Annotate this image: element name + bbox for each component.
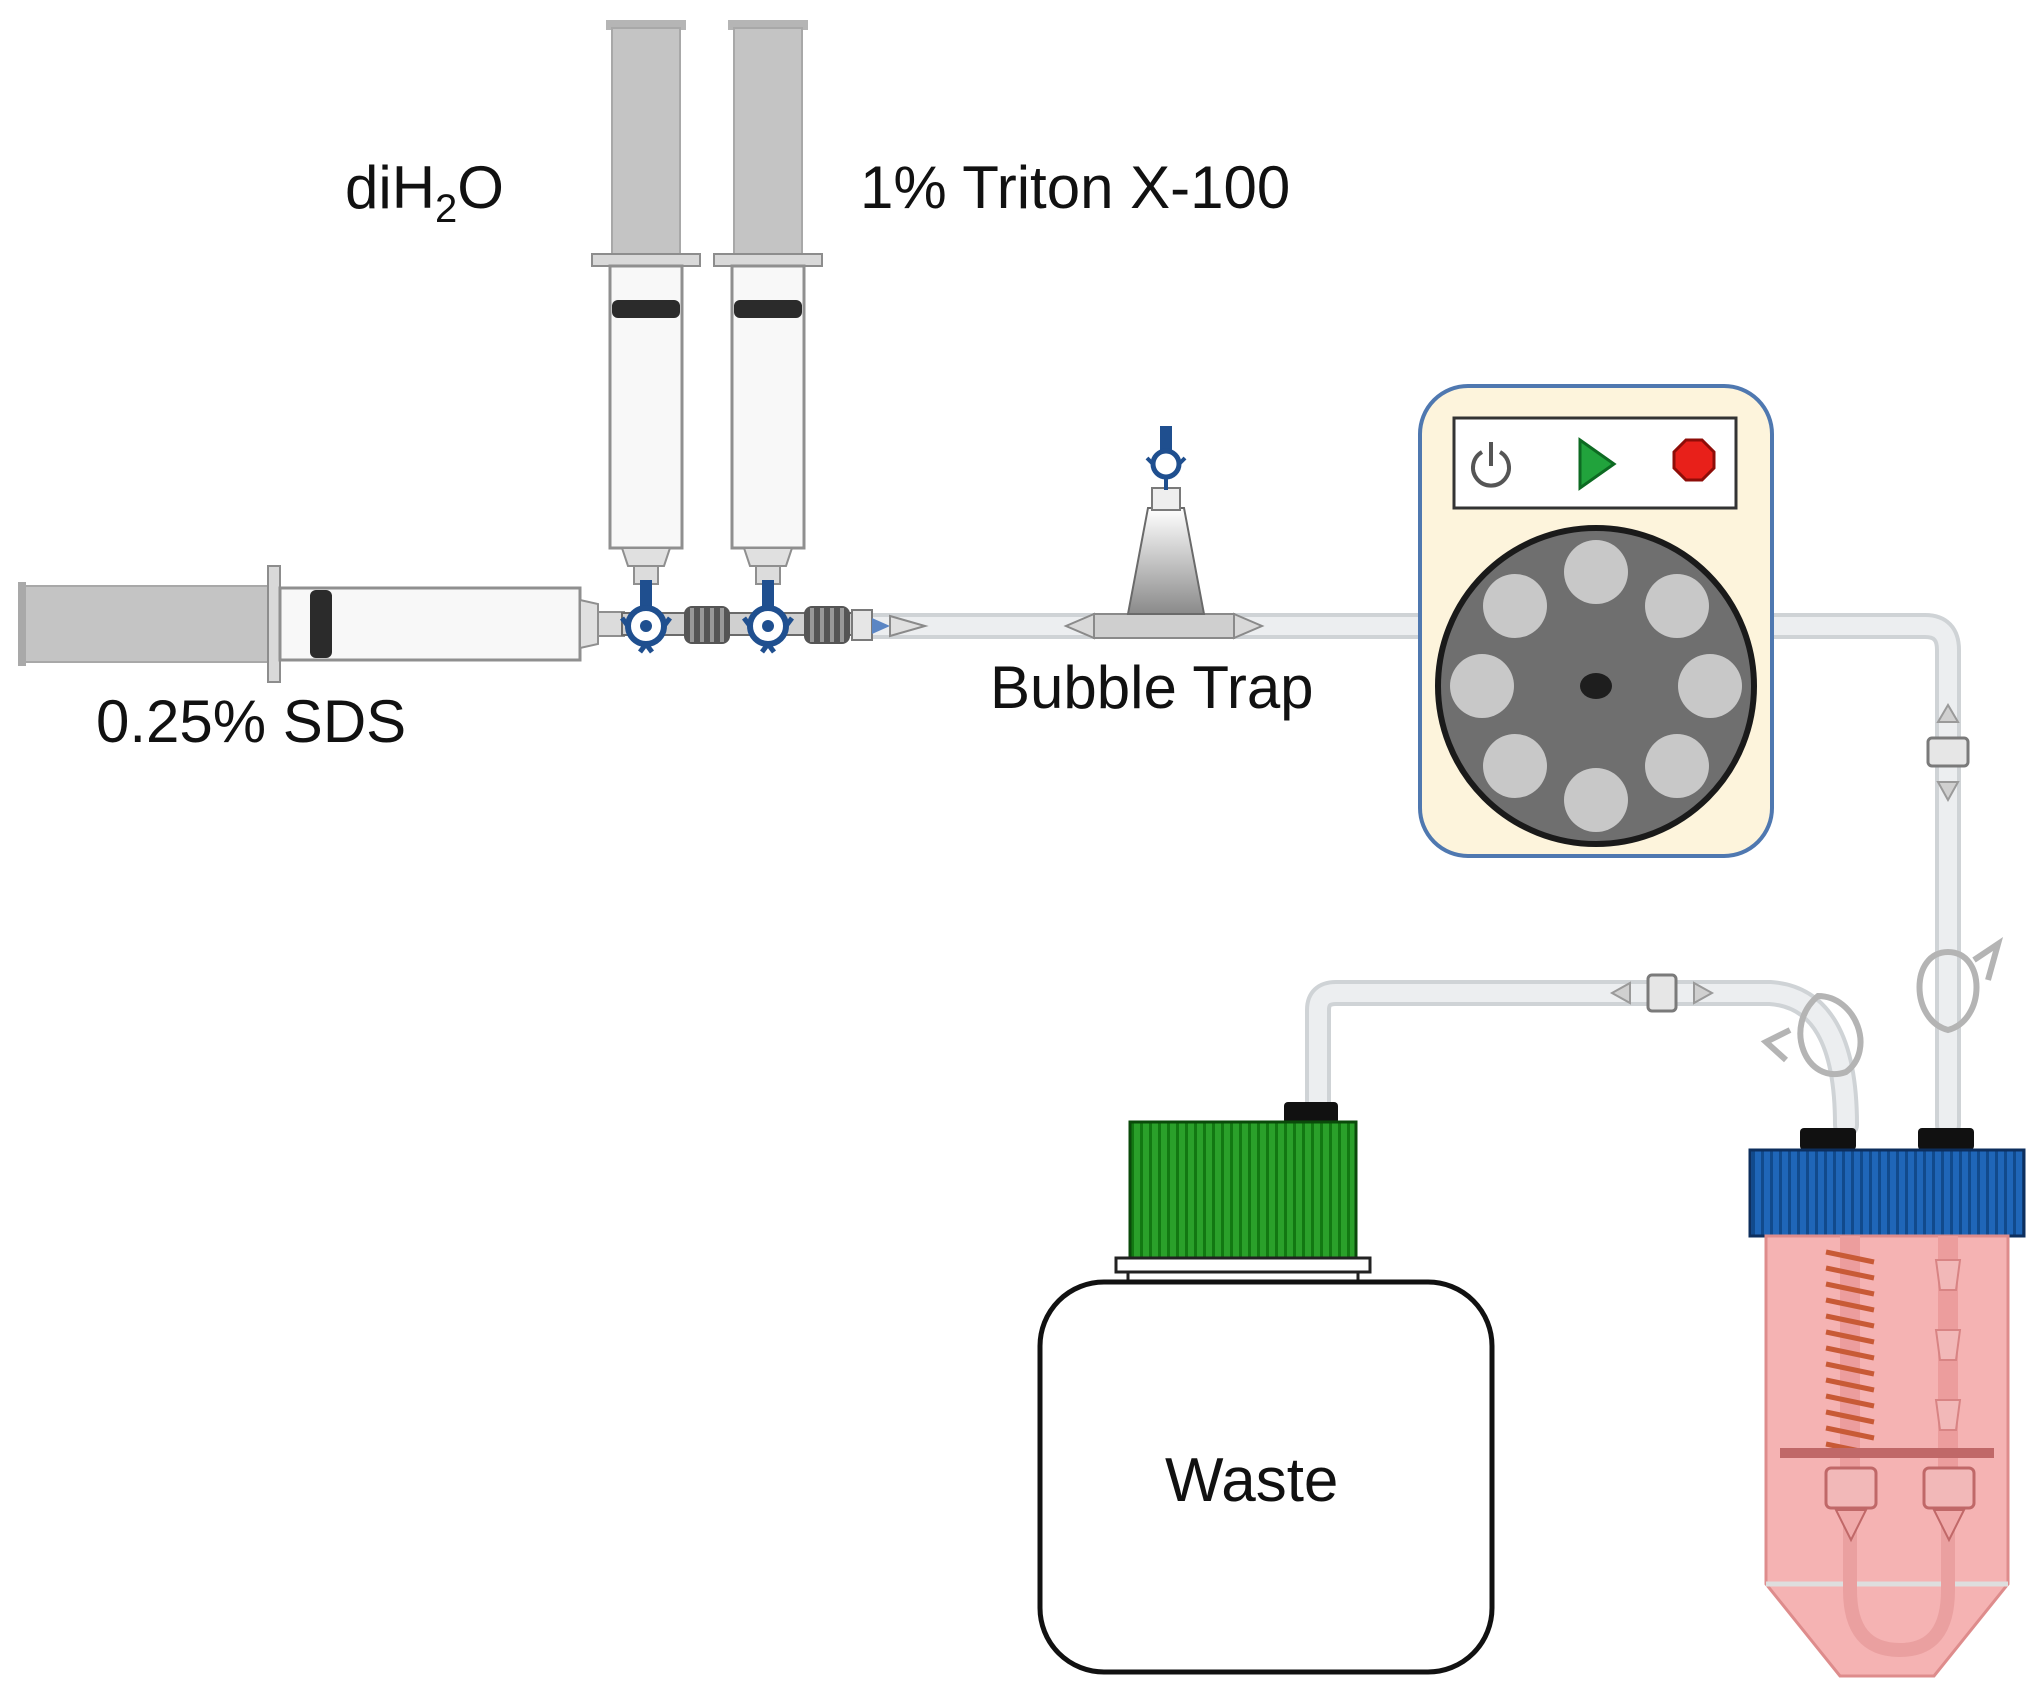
roller [1450,654,1514,718]
left-inner-tube [1840,1236,1860,1486]
inline-connector-waste [1609,973,1715,1013]
water-flange [591,253,701,267]
roller [1645,734,1709,798]
play-icon [1578,437,1617,491]
tubing [847,613,1961,1138]
scaffold-bar [1780,1448,1994,1458]
water-plunger-seal [612,300,680,318]
water-syringe [591,20,701,585]
manifold [621,606,929,644]
spring-coil [1825,1249,1875,1457]
waste-outlet-port [1284,1102,1338,1124]
tube-clamp-left [1760,992,1864,1077]
label-bubble-trap: Bubble Trap [990,654,1314,721]
sds-flange [267,565,281,683]
inline-connector-right [1926,703,1970,803]
roller [1564,540,1628,604]
tube-pump-outlet [1747,613,1961,1138]
u-tube [1843,1500,1955,1658]
stop-octagon-icon [1672,438,1716,482]
sds-syringe [18,565,625,683]
stopcock-valve-2 [742,580,794,654]
power-icon [1471,442,1511,488]
bioreactor-cap [1748,1148,2026,1238]
luer-connector-2 [804,606,850,644]
peristaltic-pump [1418,384,1774,858]
label-water-prefix: diH [345,154,436,221]
stopcock-valve-1 [620,580,672,654]
triton-plunger-rod [733,27,803,257]
tube-clamp-right [1916,937,2004,1034]
waste-bottle-neck [1114,1256,1372,1274]
roller [1678,654,1742,718]
bioreactor [1748,1128,2026,1678]
water-plunger-rod [611,27,681,257]
bubble-trap [1063,426,1265,640]
rotor-hub [1580,673,1612,699]
triton-syringe [713,20,823,585]
waste-bottle-body [1037,1279,1495,1675]
roller [1483,734,1547,798]
sds-plunger-rod [21,585,275,663]
bioreactor-port-left [1800,1128,1856,1150]
bioreactor-port-right [1918,1128,1974,1150]
triton-flange [713,253,823,267]
roller [1645,574,1709,638]
label-waste: Waste [1165,1446,1339,1515]
label-triton: 1% Triton X-100 [860,154,1291,221]
label-water: diH2O [345,158,504,230]
pump-rollers [1450,540,1742,832]
luer-connector-1 [684,606,730,644]
tube-waste-return [1305,980,1859,1138]
label-water-suffix: O [457,154,504,221]
label-water-subscript: 2 [435,187,458,231]
label-sds: 0.25% SDS [96,688,407,755]
sds-plunger-seal [310,590,332,658]
waste-bottle [1037,1102,1495,1675]
waste-bottle-cap [1128,1120,1358,1260]
roller [1564,768,1628,832]
triton-plunger-seal [734,300,802,318]
roller [1483,574,1547,638]
